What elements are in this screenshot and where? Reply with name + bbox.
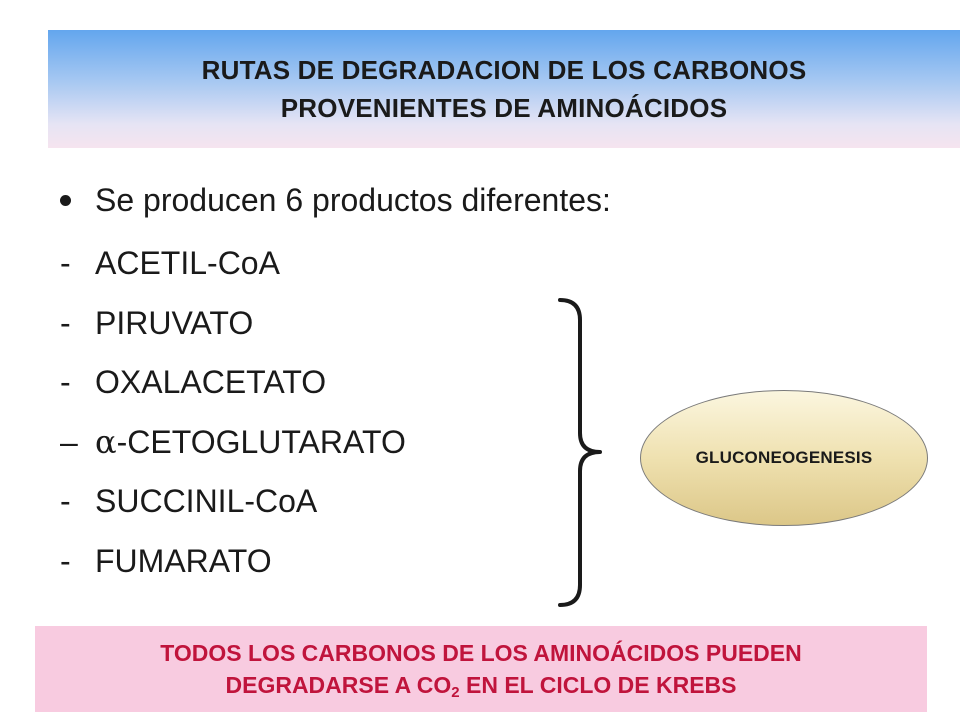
list-dash: -	[60, 542, 71, 579]
bullet-intro: Se producen 6 productos diferentes:	[60, 178, 611, 222]
bullet-dot-icon	[60, 194, 71, 206]
footer-line-2: DEGRADARSE A CO2 EN EL CICLO DE KREBS	[226, 669, 737, 701]
product-acetil-coa: ACETIL-CoA	[95, 245, 280, 281]
product-piruvato: PIRUVATO	[95, 304, 254, 341]
gluconeogenesis-label: GLUCONEOGENESIS	[695, 448, 873, 467]
product-list: - ACETIL-CoA - PIRUVATO - OXALACETATO – …	[60, 234, 406, 591]
list-dash: -	[60, 304, 71, 341]
alpha-symbol: α	[95, 422, 117, 461]
product-fumarato: FUMARATO	[95, 542, 272, 579]
list-item: - OXALACETATO	[60, 353, 406, 413]
list-item: – α-CETOGLUTARATO	[60, 413, 406, 473]
list-item: - PIRUVATO	[60, 294, 406, 354]
list-dash: -	[60, 364, 71, 400]
list-dash: –	[60, 423, 78, 460]
product-cetoglutarato: -CETOGLUTARATO	[116, 423, 406, 460]
list-item: - SUCCINIL-CoA	[60, 472, 406, 532]
footer-line-2-post: EN EL CICLO DE KREBS	[459, 672, 737, 698]
list-item: - FUMARATO	[60, 532, 406, 592]
right-brace-icon	[558, 298, 602, 607]
title-line-1: RUTAS DE DEGRADACION DE LOS CARBONOS	[201, 55, 807, 85]
gluconeogenesis-ellipse: GLUCONEOGENESIS	[640, 390, 928, 526]
bullet-intro-text: Se producen 6 productos diferentes:	[95, 182, 611, 218]
list-dash: -	[60, 245, 71, 281]
list-dash: -	[60, 483, 71, 519]
footer-subscript: 2	[451, 684, 460, 701]
list-item: - ACETIL-CoA	[60, 234, 406, 294]
product-succinil-coa: SUCCINIL-CoA	[95, 483, 318, 519]
footer-line-2-pre: DEGRADARSE A CO	[225, 672, 452, 698]
footer-line-1: TODOS LOS CARBONOS DE LOS AMINOÁCIDOS PU…	[160, 640, 802, 666]
title-banner: RUTAS DE DEGRADACION DE LOS CARBONOS PRO…	[48, 30, 960, 148]
product-oxalacetato: OXALACETATO	[95, 364, 327, 400]
footer-banner: TODOS LOS CARBONOS DE LOS AMINOÁCIDOS PU…	[35, 626, 927, 712]
title-line-2: PROVENIENTES DE AMINOÁCIDOS	[280, 93, 728, 123]
